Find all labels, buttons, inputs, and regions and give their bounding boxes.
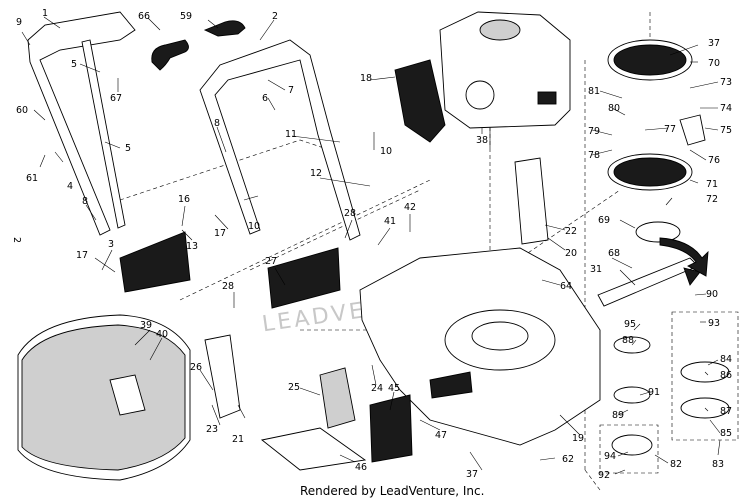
callout-66: 66 — [138, 11, 150, 22]
callout-84: 84 — [720, 354, 732, 365]
callout-60: 60 — [16, 105, 28, 116]
callout-94: 94 — [604, 451, 616, 462]
callout-7: 7 — [288, 85, 294, 96]
handle-grips — [151, 20, 246, 71]
callout-40: 40 — [156, 329, 168, 340]
callout-78: 78 — [588, 150, 600, 161]
mower-deck — [359, 247, 601, 446]
callout-38: 38 — [476, 135, 488, 146]
callout-61: 61 — [26, 173, 38, 184]
callout-82: 82 — [670, 459, 682, 470]
callout-8b: 8 — [82, 196, 88, 207]
callout-19: 19 — [572, 433, 584, 444]
footer-credit: Rendered by LeadVenture, Inc. — [300, 484, 484, 498]
callout-26: 26 — [190, 362, 202, 373]
callout-4: 4 — [67, 181, 73, 192]
drive-parts — [599, 311, 739, 474]
callout-86: 86 — [720, 370, 732, 381]
callout-5b: 5 — [125, 143, 131, 154]
height-adjusters — [204, 157, 549, 419]
callout-88: 88 — [622, 335, 634, 346]
callout-64: 64 — [560, 281, 572, 292]
callout-20: 20 — [565, 248, 577, 259]
callout-75: 75 — [720, 125, 732, 136]
callout-90: 90 — [706, 289, 718, 300]
callout-41: 41 — [384, 216, 396, 227]
callout-25: 25 — [288, 382, 300, 393]
callout-21: 21 — [232, 434, 244, 445]
callout-74: 74 — [720, 103, 732, 114]
callout-67: 67 — [110, 93, 122, 104]
callout-80: 80 — [608, 103, 620, 114]
callout-68: 68 — [608, 248, 620, 259]
callout-91: 91 — [648, 387, 660, 398]
callout-28b: 28 — [222, 281, 234, 292]
callout-10b: 10 — [248, 221, 260, 232]
discharge-parts — [260, 59, 446, 471]
callout-95: 95 — [624, 319, 636, 330]
callout-11: 11 — [285, 129, 297, 140]
callout-72: 72 — [706, 194, 718, 205]
callout-87: 87 — [720, 406, 732, 417]
rear-door — [119, 231, 341, 309]
callout-10a: 10 — [380, 146, 392, 157]
lower-handle — [21, 11, 136, 236]
callout-92: 92 — [598, 470, 610, 481]
callout-28a: 28 — [344, 208, 356, 219]
grass-catcher — [17, 314, 191, 481]
callout-45: 45 — [388, 383, 400, 394]
callout-89: 89 — [612, 410, 624, 421]
callout-18: 18 — [360, 73, 372, 84]
callout-77: 77 — [664, 124, 676, 135]
callout-93: 93 — [708, 318, 720, 329]
side-marker: 2 — [11, 237, 22, 243]
callout-62: 62 — [562, 454, 574, 465]
callout-39: 39 — [140, 320, 152, 331]
callout-24: 24 — [371, 383, 383, 394]
callout-16: 16 — [178, 194, 190, 205]
callout-27: 27 — [265, 256, 277, 267]
blade — [597, 221, 701, 307]
pulley-stack — [607, 39, 706, 191]
callout-79: 79 — [588, 126, 600, 137]
upper-handle — [199, 39, 361, 241]
callout-6: 6 — [262, 93, 268, 104]
callout-83: 83 — [712, 459, 724, 470]
callout-9: 9 — [16, 17, 22, 28]
callout-37b: 37 — [466, 469, 478, 480]
callout-46: 46 — [355, 462, 367, 473]
callout-37a: 37 — [708, 38, 720, 49]
callout-13: 13 — [186, 241, 198, 252]
callout-8a: 8 — [214, 118, 220, 129]
callout-1: 1 — [42, 8, 48, 19]
engine — [439, 11, 571, 148]
callout-73: 73 — [720, 77, 732, 88]
callout-42: 42 — [404, 202, 416, 213]
callout-76: 76 — [708, 155, 720, 166]
callout-5a: 5 — [71, 59, 77, 70]
callout-17a: 17 — [76, 250, 88, 261]
callout-2: 2 — [272, 11, 278, 22]
direction-arrow — [659, 237, 709, 277]
callout-85: 85 — [720, 428, 732, 439]
callout-47: 47 — [435, 430, 447, 441]
leader-lines — [33, 16, 721, 475]
callout-17b: 17 — [214, 228, 226, 239]
callout-22: 22 — [565, 226, 577, 237]
callout-23: 23 — [206, 424, 218, 435]
callout-81: 81 — [588, 86, 600, 97]
callout-31: 31 — [590, 264, 602, 275]
callout-3: 3 — [108, 239, 114, 250]
callout-70: 70 — [708, 58, 720, 69]
callout-69: 69 — [598, 215, 610, 226]
callout-59: 59 — [180, 11, 192, 22]
callout-71: 71 — [706, 179, 718, 190]
callout-12: 12 — [310, 168, 322, 179]
callout-labels: 1 2 3 4 5 5 6 7 8 8 9 10 10 11 12 13 16 … — [16, 8, 732, 481]
